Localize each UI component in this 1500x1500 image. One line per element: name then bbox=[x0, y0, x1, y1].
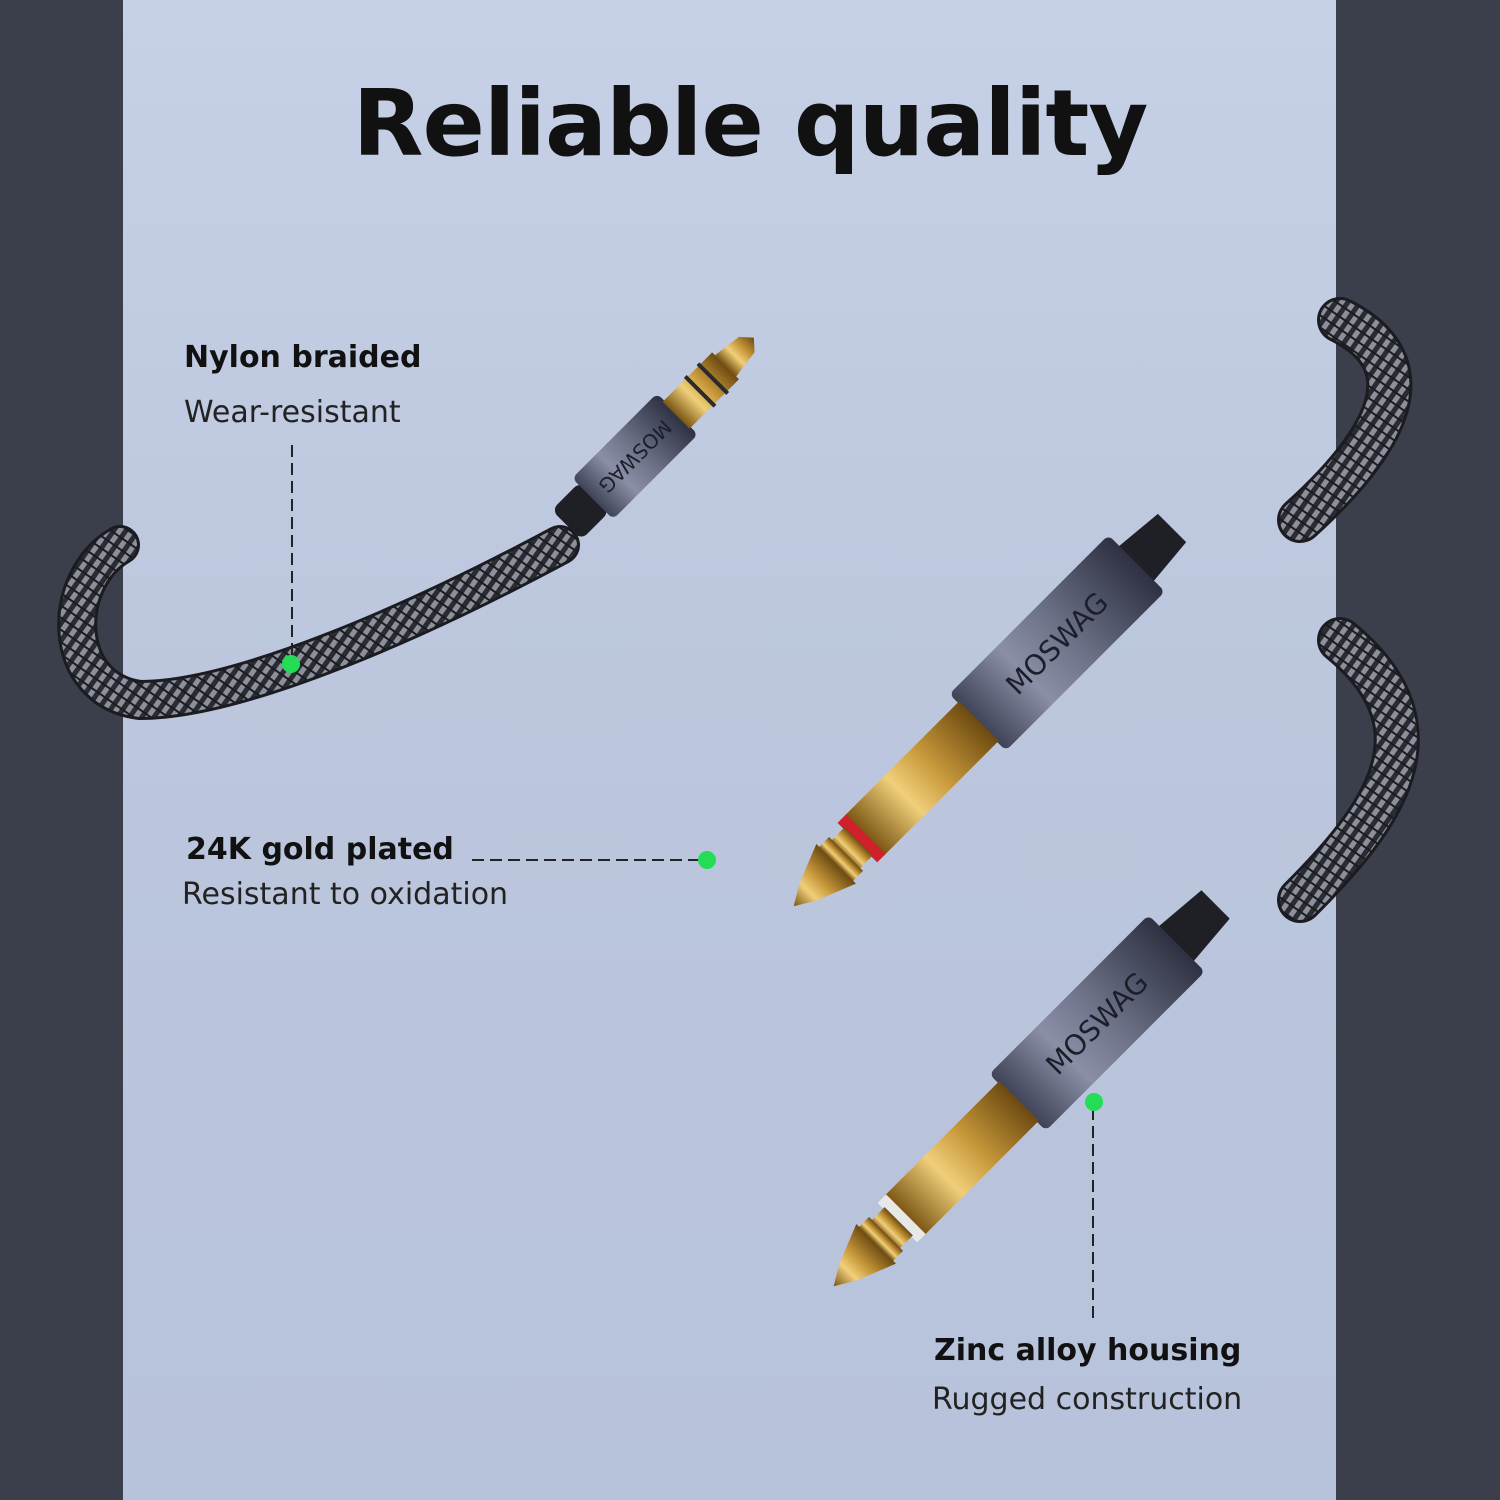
callout-heading: Nylon braided bbox=[184, 340, 422, 375]
background-panel bbox=[123, 0, 1336, 1500]
marker-dot-zinc bbox=[1085, 1093, 1103, 1111]
callout-heading: 24K gold plated bbox=[186, 832, 454, 867]
callout-description: Resistant to oxidation bbox=[182, 877, 509, 912]
callout-heading: Zinc alloy housing bbox=[934, 1333, 1242, 1368]
marker-dot-nylon bbox=[282, 655, 300, 673]
marker-dot-gold bbox=[698, 851, 716, 869]
callout-description: Wear-resistant bbox=[184, 395, 401, 430]
page-title: Reliable quality bbox=[352, 70, 1149, 177]
callout-gold-plated: 24K gold plated Resistant to oxidation bbox=[182, 832, 508, 912]
callout-description: Rugged construction bbox=[932, 1382, 1243, 1417]
jack-6-35mm-white: MOSWAG bbox=[833, 890, 1230, 1287]
callout-nylon-braided: Nylon braided Wear-resistant bbox=[184, 340, 421, 430]
jack-3-5mm: MOSWAG bbox=[554, 336, 755, 537]
callout-zinc-alloy: Zinc alloy housing Rugged construction bbox=[932, 1333, 1243, 1417]
jack-6-35mm-red: MOSWAG bbox=[793, 513, 1187, 907]
